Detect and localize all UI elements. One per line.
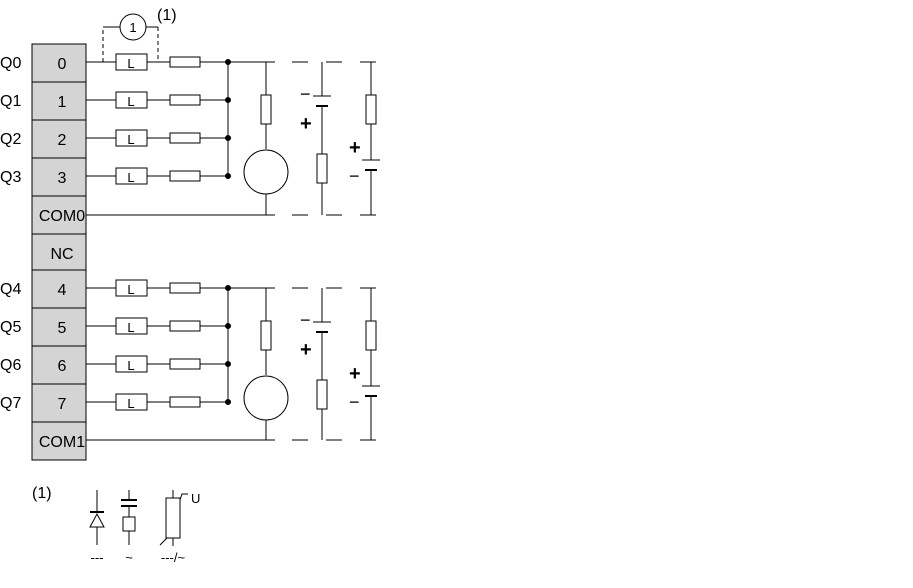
plus-sign: +: [300, 113, 312, 135]
terminal-label: COM1: [39, 434, 85, 451]
terminal-cell: [31, 233, 87, 271]
ac-source: [243, 375, 289, 421]
fuse: [169, 132, 201, 144]
output-label: Q1: [0, 93, 21, 110]
terminal-label: 2: [58, 132, 67, 149]
load-label: L: [127, 320, 134, 335]
minus-sign: −: [349, 392, 360, 412]
load-box: [115, 167, 148, 185]
fuse: [316, 153, 328, 184]
load-label: L: [127, 358, 134, 373]
terminal-label: 5: [58, 320, 67, 337]
terminal-label: 6: [58, 358, 67, 375]
fuse: [169, 396, 201, 408]
load-label: L: [127, 282, 134, 297]
terminal-label: NC: [50, 246, 73, 263]
load-label: L: [127, 132, 134, 147]
terminal-label: 4: [58, 282, 67, 299]
legend-diode-supply: ---: [91, 550, 104, 565]
fuse: [169, 94, 201, 106]
terminal-cell: [31, 81, 87, 121]
fuse: [169, 170, 201, 182]
output-label: Q3: [0, 169, 21, 186]
terminal-cell: [31, 421, 87, 461]
legend-varistor-label: U: [191, 491, 200, 506]
protection-marker: [119, 13, 147, 41]
output-label: Q0: [0, 55, 21, 72]
ac-source: [243, 149, 289, 195]
load-box: [115, 129, 148, 147]
legend-varistor-supply: ---/~: [161, 550, 186, 565]
load-box: [115, 279, 148, 297]
terminal-label: COM0: [39, 208, 85, 225]
terminal-label: 0: [58, 56, 67, 73]
output-label: Q4: [0, 281, 21, 298]
wiring: [86, 26, 380, 546]
load-label: L: [127, 170, 134, 185]
junction-dot: [225, 399, 231, 405]
junction-dot: [225, 285, 231, 291]
legend-reference: (1): [32, 485, 52, 502]
fuse: [260, 94, 272, 125]
terminal-label: 1: [58, 94, 67, 111]
load-box: [115, 393, 148, 411]
fuse: [365, 94, 377, 125]
legend-varistor: [165, 497, 181, 539]
terminal-cell: [31, 383, 87, 423]
minus-sign: −: [349, 166, 360, 186]
terminal-label: 7: [58, 396, 67, 413]
terminal-label: 3: [58, 170, 67, 187]
fuse: [365, 320, 377, 351]
junction-dot: [225, 323, 231, 329]
fuse: [169, 56, 201, 68]
output-label: Q7: [0, 395, 21, 412]
junction-dot: [225, 59, 231, 65]
minus-sign: −: [300, 84, 311, 104]
note-reference: (1): [157, 7, 177, 24]
load-box: [115, 317, 148, 335]
load-box: [115, 53, 148, 71]
junction-dot: [225, 135, 231, 141]
output-label: Q2: [0, 131, 21, 148]
minus-sign: −: [300, 310, 311, 330]
load-label: L: [127, 396, 134, 411]
fuse: [169, 320, 201, 332]
plus-sign: +: [349, 363, 361, 385]
fuse: [169, 282, 201, 294]
terminal-cell: [31, 43, 87, 83]
load-label: L: [127, 94, 134, 109]
plus-sign: +: [349, 137, 361, 159]
legend-diode: [89, 512, 105, 528]
junction-dot: [225, 361, 231, 367]
components: [31, 13, 377, 539]
fuse: [260, 320, 272, 351]
fuse: [316, 379, 328, 410]
plus-sign: +: [300, 339, 312, 361]
fuse: [169, 358, 201, 370]
junction-dot: [225, 97, 231, 103]
legend-resistor: [122, 516, 136, 532]
protection-marker-label: 1: [129, 20, 136, 35]
legend-rc-supply: ~: [125, 550, 133, 565]
terminal-cell: [31, 157, 87, 197]
load-box: [115, 91, 148, 109]
output-label: Q6: [0, 357, 21, 374]
output-label: Q5: [0, 319, 21, 336]
load-box: [115, 355, 148, 373]
load-label: L: [127, 56, 134, 71]
junction-dot: [225, 173, 231, 179]
